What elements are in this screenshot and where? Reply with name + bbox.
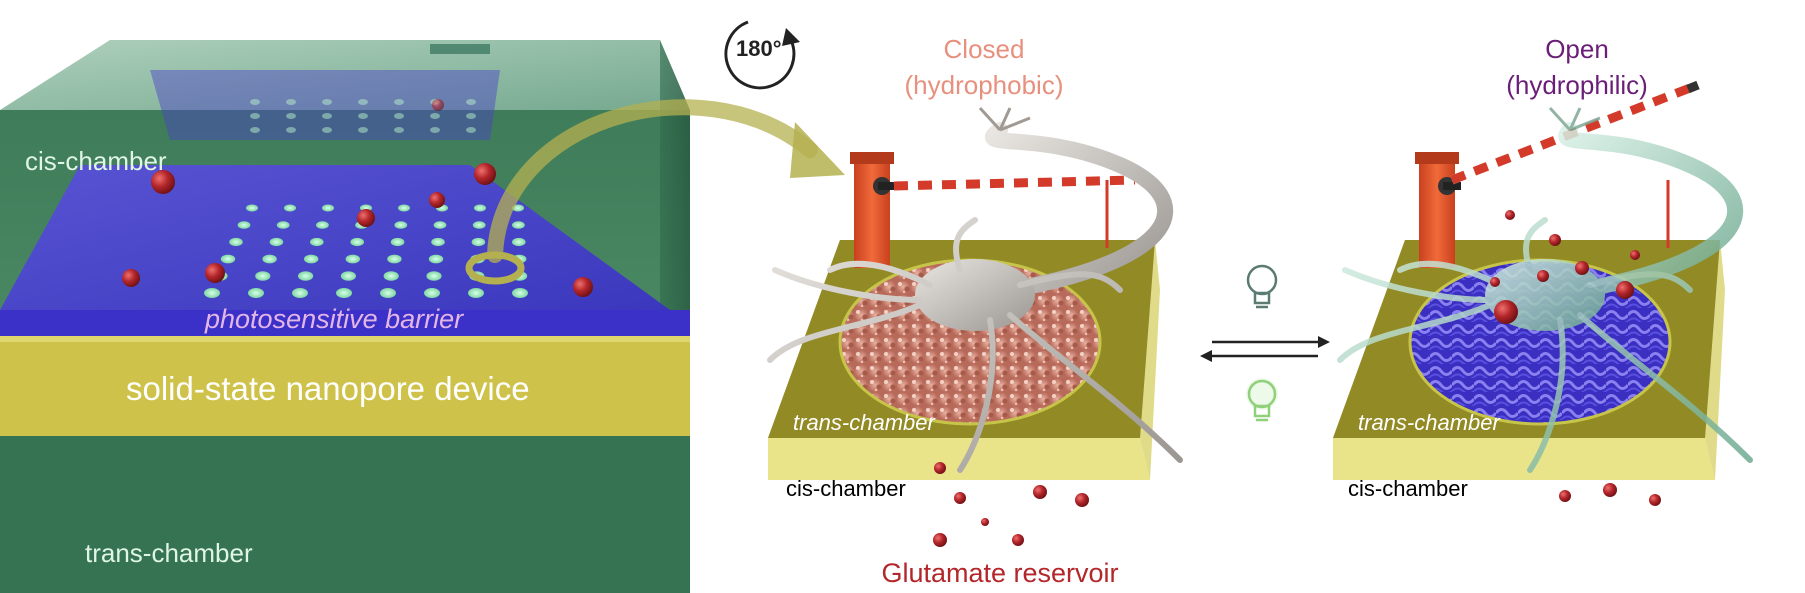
- closed-gate: [850, 152, 1136, 268]
- nanopore: [471, 237, 486, 247]
- nanopore: [424, 288, 440, 298]
- photosensitive-barrier-label: photosensitive barrier: [205, 304, 464, 334]
- closed-state-title: Closed: [943, 34, 1025, 64]
- nanopore: [433, 221, 447, 229]
- upper-nanopore: [358, 99, 368, 105]
- upper-nanopore: [250, 99, 260, 105]
- nanopore: [468, 288, 484, 298]
- upper-nanopore: [394, 99, 404, 105]
- upper-nanopore-array: [250, 99, 476, 133]
- closed-state-subtitle: (hydrophobic): [904, 70, 1064, 100]
- solid-state-device-layer: [0, 336, 690, 436]
- rotate-180-icon: [724, 20, 800, 90]
- open-cis-chamber-label: cis-chamber: [1348, 476, 1468, 501]
- nanopore: [512, 288, 528, 298]
- nanopore: [340, 271, 356, 281]
- nanopore: [292, 288, 308, 298]
- nanopore: [345, 254, 360, 264]
- nanopore: [246, 204, 258, 212]
- upper-nanopore: [430, 127, 440, 133]
- open-released-glutamate: [1490, 210, 1640, 324]
- nanopore: [284, 204, 296, 212]
- nanopore: [390, 237, 405, 247]
- upper-nanopore: [394, 127, 404, 133]
- upper-nanopore: [286, 113, 296, 119]
- nanopore: [350, 237, 365, 247]
- upper-nanopore: [430, 113, 440, 119]
- nanopore: [316, 221, 329, 229]
- upper-nanopore: [358, 113, 368, 119]
- nanopore: [204, 288, 220, 298]
- open-trans-chamber-label: trans-chamber: [1358, 410, 1500, 435]
- nanopore: [336, 288, 352, 298]
- nanopore: [255, 271, 271, 281]
- nanopore: [248, 288, 264, 298]
- upper-nanopore: [322, 113, 332, 119]
- upper-nanopore: [322, 99, 332, 105]
- nanopore: [512, 237, 526, 247]
- nanopore: [383, 271, 399, 281]
- glutamate-reservoir-label: Glutamate reservoir: [881, 558, 1119, 588]
- left-trans-chamber-label: trans-chamber: [85, 538, 253, 568]
- lightbulb-outline-icon: [1246, 264, 1278, 309]
- nanopore: [298, 271, 314, 281]
- closed-trans-chamber-label: trans-chamber: [793, 410, 935, 435]
- nanopore: [262, 254, 277, 264]
- nanopore: [229, 237, 243, 247]
- nanopore: [398, 204, 410, 212]
- nanopore: [512, 221, 525, 229]
- rotation-label: 180°: [736, 36, 782, 61]
- left-glutamate-molecules: [122, 99, 593, 297]
- upper-nanopore: [286, 99, 296, 105]
- nanopore: [269, 237, 284, 247]
- upper-nanopore: [358, 127, 368, 133]
- nanopore: [431, 237, 445, 247]
- upper-nanopore: [466, 113, 476, 119]
- zoom-arrow: [487, 99, 818, 263]
- reservoir-glutamate-molecules: [933, 462, 1661, 547]
- upper-nanopore: [466, 127, 476, 133]
- nanopore: [220, 254, 236, 264]
- nanopore: [304, 254, 319, 264]
- nanopore: [380, 288, 396, 298]
- nanopore: [426, 271, 442, 281]
- upper-nanopore: [250, 113, 260, 119]
- lightbulb-glow-icon: [1246, 378, 1278, 422]
- open-state-subtitle: (hydrophilic): [1506, 70, 1648, 100]
- upper-nanopore: [466, 99, 476, 105]
- closed-cis-chamber-label: cis-chamber: [786, 476, 906, 501]
- nanopore: [276, 221, 290, 229]
- equilibrium-arrows-icon: [1200, 336, 1330, 362]
- left-cis-chamber-label: cis-chamber: [25, 146, 167, 176]
- nanopore: [310, 237, 324, 247]
- upper-nanopore: [394, 113, 404, 119]
- device-label: solid-state nanopore device: [126, 370, 530, 407]
- nanopore: [474, 204, 486, 212]
- nanopore: [512, 204, 524, 212]
- open-state-title: Open: [1545, 34, 1609, 64]
- nanopore: [322, 204, 334, 212]
- nanopore: [394, 221, 408, 229]
- upper-nanopore: [322, 127, 332, 133]
- nanopore: [387, 254, 402, 264]
- nanopore: [237, 221, 251, 229]
- closed-neuron: [767, 106, 1183, 473]
- upper-nanopore: [250, 127, 260, 133]
- upper-nanopore: [286, 127, 296, 133]
- left-block: [0, 40, 690, 593]
- nanopore: [472, 221, 486, 229]
- nanopore: [428, 254, 444, 264]
